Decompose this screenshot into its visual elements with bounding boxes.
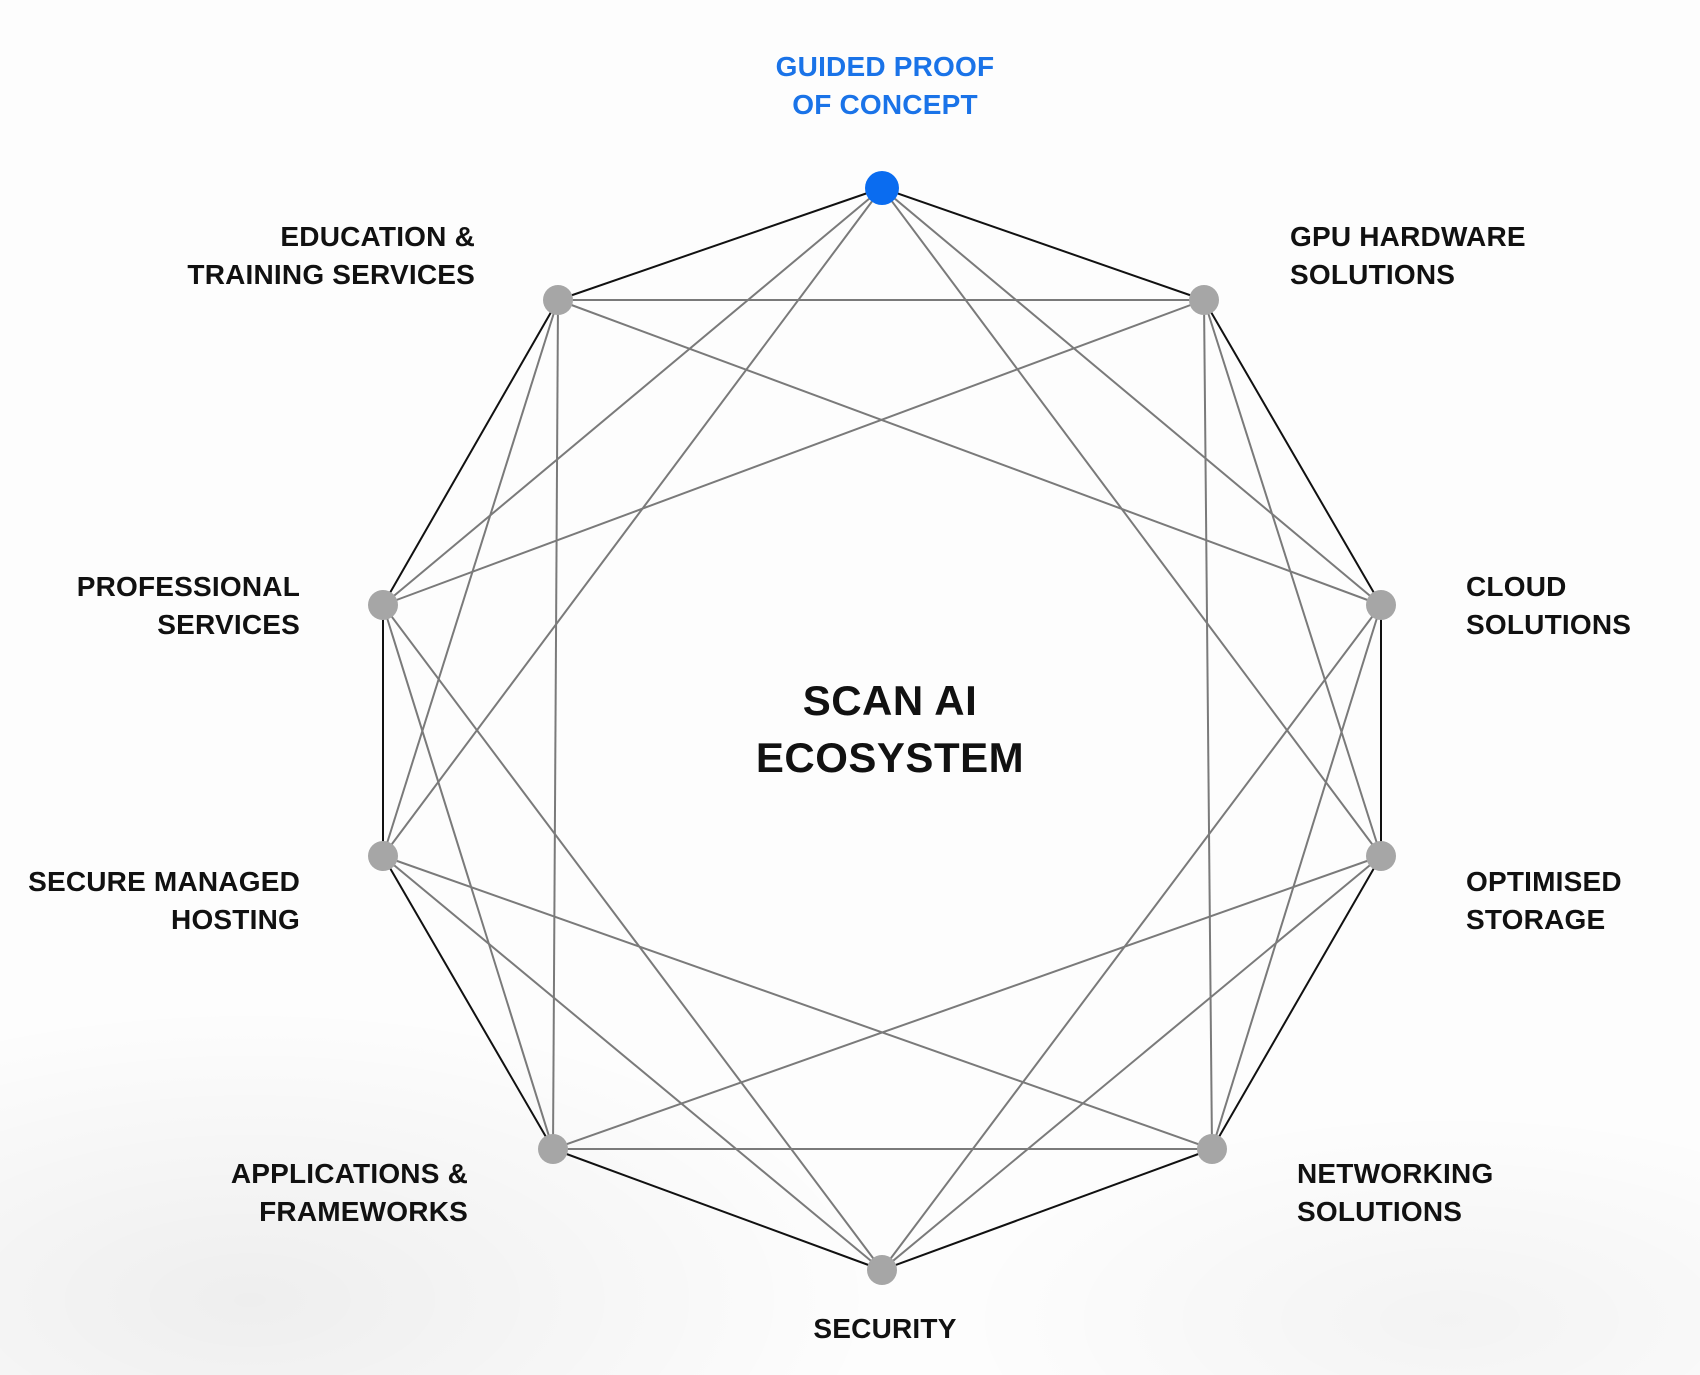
node-dots: [368, 171, 1396, 1285]
label-applications-frameworks[interactable]: APPLICATIONS &FRAMEWORKS: [230, 1158, 468, 1227]
chord-1-3: [1203, 299, 1382, 857]
chord-7-0: [382, 187, 883, 857]
node-dot-education-training-services[interactable]: [543, 285, 573, 315]
center-title: SCAN AI ECOSYSTEM: [690, 672, 1090, 786]
outline-edge-4-5: [881, 1148, 1213, 1271]
center-title-line2: ECOSYSTEM: [755, 734, 1025, 781]
outline-edge-5-6: [552, 1148, 883, 1271]
chord-4-7: [382, 855, 1213, 1150]
chord-9-2: [557, 299, 1382, 606]
chord-8-0: [382, 187, 883, 606]
node-dot-networking-solutions[interactable]: [1197, 1134, 1227, 1164]
node-dot-cloud-solutions[interactable]: [1366, 590, 1396, 620]
chord-5-8: [382, 604, 883, 1271]
chord-6-8: [382, 604, 554, 1150]
outline-edge-0-1: [881, 187, 1205, 301]
node-dot-secure-managed-hosting[interactable]: [368, 841, 398, 871]
node-dot-guided-proof-of-concept[interactable]: [865, 171, 899, 205]
chord-2-5: [881, 604, 1382, 1271]
chord-2-4: [1211, 604, 1382, 1150]
node-dot-applications-frameworks[interactable]: [538, 1134, 568, 1164]
outline-edge-6-7: [382, 855, 554, 1150]
node-dot-professional-services[interactable]: [368, 590, 398, 620]
chord-0-3: [881, 187, 1382, 857]
chord-1-4: [1203, 299, 1213, 1150]
chord-7-9: [382, 299, 559, 857]
node-dot-security[interactable]: [867, 1255, 897, 1285]
label-education-training-services[interactable]: EDUCATION &TRAINING SERVICES: [187, 221, 475, 290]
chord-3-6: [552, 855, 1382, 1150]
outline-edge-3-4: [1211, 855, 1382, 1150]
connection-chords: [382, 187, 1382, 1271]
decagon-outline: [382, 187, 1382, 1271]
chord-8-1: [382, 299, 1205, 606]
outline-edge-1-2: [1203, 299, 1382, 606]
center-title-line1: SCAN AI: [802, 677, 978, 724]
chord-6-9: [552, 299, 559, 1150]
chord-3-5: [881, 855, 1382, 1271]
chord-5-7: [382, 855, 883, 1271]
outline-edge-8-9: [382, 299, 559, 606]
node-dot-gpu-hardware-solutions[interactable]: [1189, 285, 1219, 315]
label-security[interactable]: SECURITY: [813, 1313, 957, 1344]
chord-0-2: [881, 187, 1382, 606]
outline-edge-9-0: [557, 187, 883, 301]
node-dot-optimised-storage[interactable]: [1366, 841, 1396, 871]
